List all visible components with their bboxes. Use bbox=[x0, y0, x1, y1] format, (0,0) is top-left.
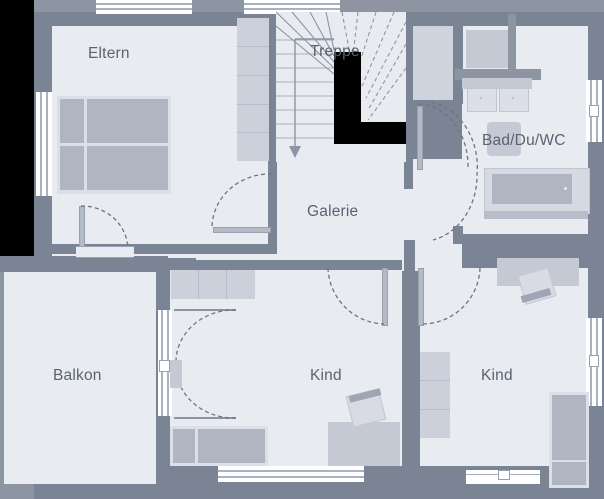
wall-galerie-south bbox=[156, 260, 402, 270]
window-left-eltern[interactable] bbox=[36, 92, 52, 196]
door-galerie-bad-swing bbox=[430, 101, 478, 241]
window-top-right-frame-b bbox=[244, 8, 340, 10]
wardrobe-kind-mitte-div-2 bbox=[226, 270, 228, 299]
room-label-bad: Bad/Du/WC bbox=[482, 132, 566, 149]
door-kind-mitte-swing bbox=[327, 267, 385, 325]
window-top-right-frame-a bbox=[244, 3, 340, 5]
door-kind-rechts-swing bbox=[421, 267, 481, 325]
basin-bad-left bbox=[467, 88, 497, 112]
wall-galerie-north-left bbox=[268, 159, 277, 244]
wall-galerie-east bbox=[404, 159, 413, 189]
wardrobe-eltern-div-2 bbox=[237, 75, 269, 77]
wall-balkon-north bbox=[0, 256, 168, 272]
door-bad-swing bbox=[418, 103, 469, 169]
wc-bad bbox=[487, 122, 521, 156]
wall-stair-bottom bbox=[268, 153, 278, 162]
door-galerie-left-swing bbox=[211, 173, 273, 229]
wall-bad-south bbox=[453, 234, 593, 244]
wall-stair-left bbox=[268, 12, 277, 162]
window-bottom-kind[interactable] bbox=[218, 466, 364, 482]
bed-kind-mitte-pillow bbox=[173, 429, 195, 463]
window-bottom-kind-frame-a bbox=[218, 470, 364, 472]
wardrobe-kind-mitte bbox=[171, 270, 255, 299]
staircase bbox=[276, 12, 406, 162]
room-label-galerie: Galerie bbox=[307, 203, 359, 220]
room-label-treppe: Treppe bbox=[310, 43, 360, 60]
window-bottom-kind-rechts-handle bbox=[498, 470, 510, 480]
wall-eltern-south bbox=[52, 244, 277, 254]
shower-bad bbox=[466, 30, 510, 68]
room-label-kind-mitte: Kind bbox=[310, 367, 342, 384]
wall-stair-right bbox=[404, 12, 413, 162]
door-kind-rechts-leaf[interactable] bbox=[418, 268, 424, 326]
nightstand-kind-mitte bbox=[170, 360, 182, 388]
double-bed-eltern-pillow-left-top bbox=[60, 99, 84, 143]
wall-kind-divider bbox=[404, 260, 415, 492]
room-label-eltern: Eltern bbox=[88, 45, 130, 62]
exterior-void-left bbox=[0, 0, 34, 258]
bed-kind-rechts-mattress bbox=[552, 395, 586, 460]
window-left-eltern-frame-b bbox=[46, 92, 48, 196]
basin-bad-right-drain bbox=[512, 97, 515, 100]
bathtub-bad-edge bbox=[484, 211, 588, 219]
wall-kind-divider-upper bbox=[404, 240, 415, 270]
wardrobe-eltern bbox=[237, 18, 269, 161]
wardrobe-kind-rechts bbox=[420, 352, 450, 438]
shower-bad-partition bbox=[508, 14, 516, 72]
double-bed-eltern-pillow-left-bottom bbox=[60, 146, 84, 190]
bed-kind-mitte-mattress bbox=[198, 429, 265, 463]
double-bed-eltern-mattress-bottom bbox=[87, 146, 168, 190]
room-label-kind-rechts: Kind bbox=[481, 367, 513, 384]
bathtub-bad-basin bbox=[492, 174, 572, 204]
door-eltern-sill bbox=[76, 246, 134, 258]
window-bottom-kind-frame-b bbox=[218, 476, 364, 478]
wardrobe-kind-rechts-div-2 bbox=[420, 409, 450, 411]
wardrobe-eltern-div-4 bbox=[237, 132, 269, 134]
wall-bad-west-upper bbox=[453, 12, 463, 104]
room-label-balkon: Balkon bbox=[53, 367, 102, 384]
door-galerie-left-leaf[interactable] bbox=[213, 227, 271, 233]
window-right-kind-handle bbox=[589, 355, 599, 367]
vanity-bad-counter bbox=[455, 69, 541, 80]
wardrobe-kind-mitte-div-1 bbox=[198, 270, 200, 299]
window-top-left-frame-a bbox=[96, 3, 192, 5]
vanity-bad-base bbox=[462, 78, 532, 89]
bathtub-bad-drain bbox=[564, 187, 567, 190]
room-balkon bbox=[4, 272, 156, 484]
basin-bad-left-drain bbox=[480, 97, 483, 100]
door-eltern-swing bbox=[80, 205, 129, 251]
wardrobe-eltern-div-3 bbox=[237, 104, 269, 106]
double-bed-eltern-mattress-top bbox=[87, 99, 168, 143]
door-bad-leaf[interactable] bbox=[417, 106, 423, 170]
wardrobe-eltern-div-1 bbox=[237, 46, 269, 48]
basin-bad-right bbox=[499, 88, 529, 112]
door-kind-mitte-leaf[interactable] bbox=[382, 268, 388, 326]
window-right-bad-handle bbox=[589, 105, 599, 117]
wardrobe-kind-rechts-div-1 bbox=[420, 380, 450, 382]
bed-kind-rechts-pillow bbox=[552, 462, 586, 485]
window-top-left-frame-b bbox=[96, 8, 192, 10]
desk-kind-mitte bbox=[328, 422, 400, 466]
window-left-eltern-frame-a bbox=[40, 92, 42, 196]
balcony-door-handle bbox=[159, 360, 170, 372]
